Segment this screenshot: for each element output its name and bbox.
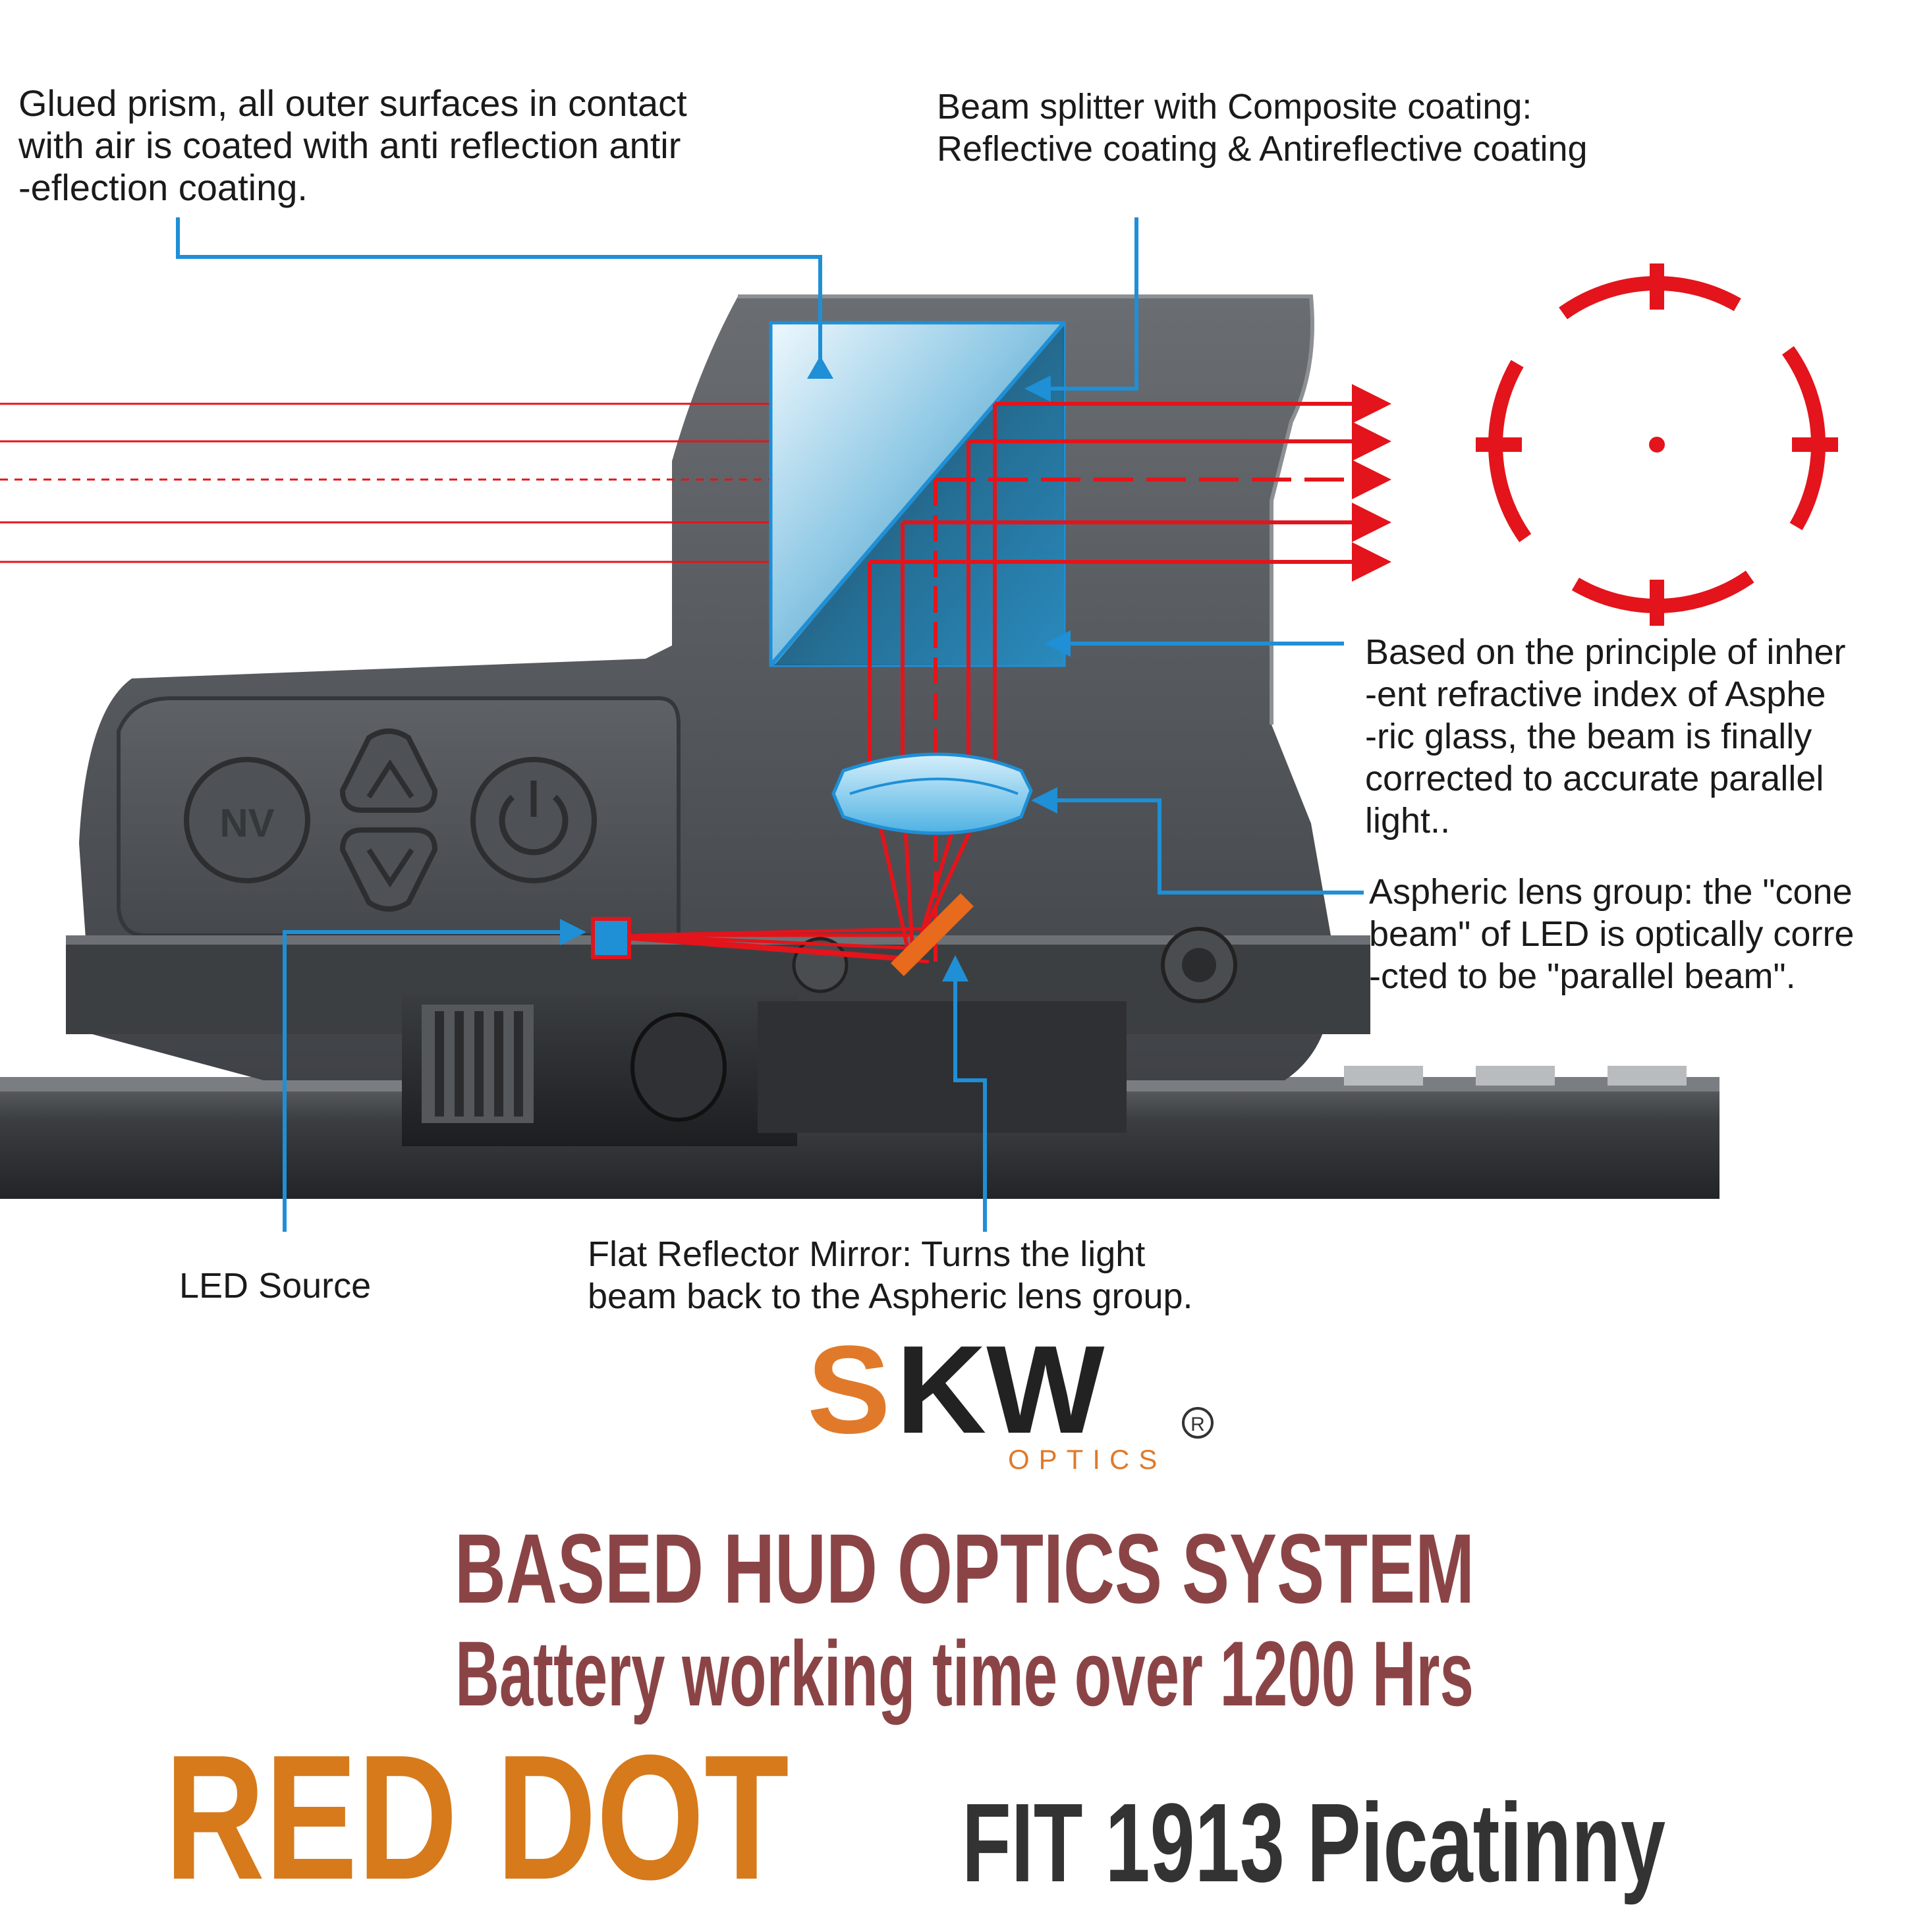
- beam-splitter-surface: [769, 321, 1066, 667]
- annotation-led-source: LED Source: [179, 1266, 372, 1306]
- chevron-up-icon: [366, 759, 414, 799]
- callout-glued-prism: [176, 217, 822, 375]
- nv-button[interactable]: NV: [184, 757, 310, 883]
- power-button[interactable]: [470, 757, 597, 883]
- annotation-beam-splitter: Beam splitter with Composite coating: Re…: [937, 87, 1588, 169]
- headline-red-dot: RED DOT: [165, 1719, 789, 1917]
- logo-sub: OPTICS: [1008, 1444, 1166, 1475]
- led-source: [591, 917, 631, 959]
- reticle-icon: [1476, 263, 1838, 626]
- headline-battery: Battery working time over 1200 Hrs: [455, 1622, 1474, 1725]
- annotation-glued-prism: Glued prism, all outer surfaces in conta…: [18, 82, 687, 208]
- brightness-up-button[interactable]: [339, 729, 438, 813]
- annotation-flat-mirror: Flat Reflector Mirror: Turns the light b…: [588, 1234, 1193, 1316]
- chevron-down-icon: [366, 848, 414, 888]
- headline-hud: BASED HUD OPTICS SYSTEM: [454, 1513, 1475, 1624]
- glued-prism: [769, 321, 1066, 667]
- control-buttons: NV: [184, 729, 597, 912]
- annotation-aspheric-lens: Aspheric lens group: the "cone beam" of …: [1369, 872, 1855, 996]
- registered-mark: R: [1190, 1414, 1205, 1435]
- callout-lines: [176, 217, 1364, 1232]
- headline-fit: FIT 1913 Picatinny: [962, 1780, 1666, 1906]
- annotation-refractive-index: Based on the principle of inher -ent ref…: [1365, 632, 1846, 841]
- led-cone-beam: [629, 927, 930, 964]
- sight-housing: [66, 294, 1370, 1146]
- power-icon: [499, 794, 569, 856]
- flat-reflector-mirror: [891, 893, 974, 976]
- nv-button-label: NV: [219, 801, 274, 845]
- skw-logo: S KW R OPTICS: [807, 1320, 1214, 1475]
- logo-letter-s: S: [807, 1320, 891, 1460]
- brightness-down-button[interactable]: [339, 827, 438, 912]
- logo-brand-rest: KW: [896, 1320, 1105, 1460]
- aspheric-lens: [831, 752, 1033, 835]
